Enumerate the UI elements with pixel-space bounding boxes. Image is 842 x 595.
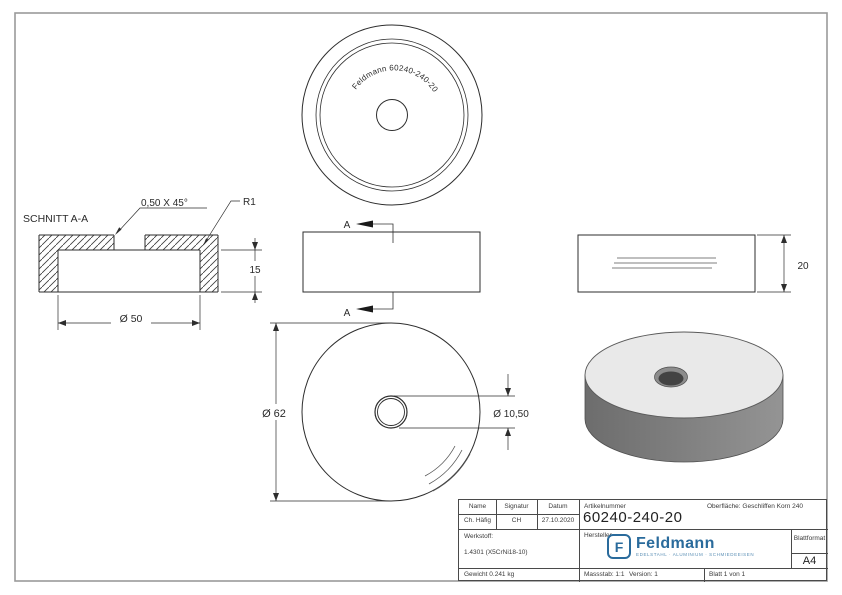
value-weight: Gewicht 0.241 kg — [464, 571, 515, 578]
front-hole-inner-circle — [377, 398, 405, 426]
grinding-marks — [424, 445, 471, 492]
cut-letter-top: A — [344, 220, 351, 231]
sheet-frame — [14, 12, 828, 582]
value-date: 27.10.2020 — [541, 517, 575, 524]
section-hatch — [39, 235, 218, 292]
cut-letter-bottom: A — [344, 308, 351, 319]
section-diameter-text: Ø 50 — [120, 313, 143, 325]
front-hole-outer-circle — [374, 395, 408, 429]
cut-line-bottom: A — [344, 292, 394, 319]
cut-line-top: A — [344, 220, 394, 243]
fillet-leader: R1 — [203, 197, 256, 246]
chamfer-leader: 0,50 X 45° — [115, 198, 207, 235]
logo-tagline: EDELSTAHL · ALUMINIUM · SCHMIEDEEISEN — [636, 551, 755, 557]
front-view: Ø 62 Ø 10,50 — [253, 322, 529, 502]
header-sheet-format: Blattformat — [793, 535, 826, 542]
value-scale: Massstab: 1:1 — [584, 571, 625, 578]
header-date: Datum — [548, 503, 568, 510]
value-material: 1.4301 (X5CrNi18-10) — [464, 549, 528, 556]
logo-mark-icon: F — [607, 534, 631, 559]
hole-dia-text: Ø 10,50 — [493, 409, 529, 420]
header-material: Werkstoff: — [464, 533, 494, 540]
hole-dia-dimension: Ø 10,50 — [394, 374, 529, 450]
surface-spec: Oberfläche: Geschliffen Korn 240 — [707, 503, 803, 510]
surface-finish-lines — [612, 257, 717, 269]
top-view: Feldmann 60240-240-20 — [301, 24, 483, 206]
section-diameter-dimension: Ø 50 — [57, 295, 201, 330]
front-outer-circle — [301, 322, 481, 502]
iso-view — [584, 331, 784, 463]
top-view-hole-circle — [376, 99, 408, 131]
top-view-recess-circle — [319, 42, 465, 188]
engraving-text: Feldmann 60240-240-20 — [350, 60, 442, 97]
header-signature: Signatur — [504, 503, 529, 510]
value-sheet: Blatt 1 von 1 — [709, 571, 746, 578]
article-number: 60240-240-20 — [583, 509, 683, 526]
section-title: SCHNITT A-A — [23, 213, 88, 225]
height-dim-text: 20 — [797, 261, 809, 272]
height-dimension: 20 — [757, 234, 809, 293]
manufacturer-logo: F Feldmann EDELSTAHL · ALUMINIUM · SCHMI… — [607, 534, 754, 559]
outer-dia-dimension: Ø 62 — [253, 322, 391, 502]
header-manufacturer: Hersteller — [584, 532, 612, 539]
end-view: 20 — [577, 234, 809, 293]
side-view: A A — [302, 220, 481, 319]
value-name: Ch. Häfig — [463, 517, 492, 524]
top-view-rim-circle — [315, 38, 469, 192]
section-outline — [38, 234, 219, 293]
value-version: Version: 1 — [629, 571, 658, 578]
outer-dia-text: Ø 62 — [262, 408, 286, 420]
logo-name: Feldmann — [636, 534, 715, 552]
depth-dim-text: 15 — [249, 265, 261, 276]
title-block: Name Signatur Datum Ch. Häfig CH 27.10.2… — [458, 499, 828, 582]
value-sheet-format: A4 — [802, 555, 817, 567]
fillet-dim-text: R1 — [243, 197, 256, 208]
value-signature: CH — [511, 517, 522, 524]
depth-dimension: 15 — [221, 238, 264, 303]
top-view-outer-circle — [301, 24, 483, 206]
iso-hole-bore — [658, 371, 684, 386]
header-article-number: Artikelnummer — [584, 503, 626, 510]
chamfer-dim-text: 0,50 X 45° — [141, 198, 188, 209]
section-view: SCHNITT A-A 0,50 X 45° R1 15 — [23, 197, 264, 330]
header-name: Name — [468, 503, 487, 510]
